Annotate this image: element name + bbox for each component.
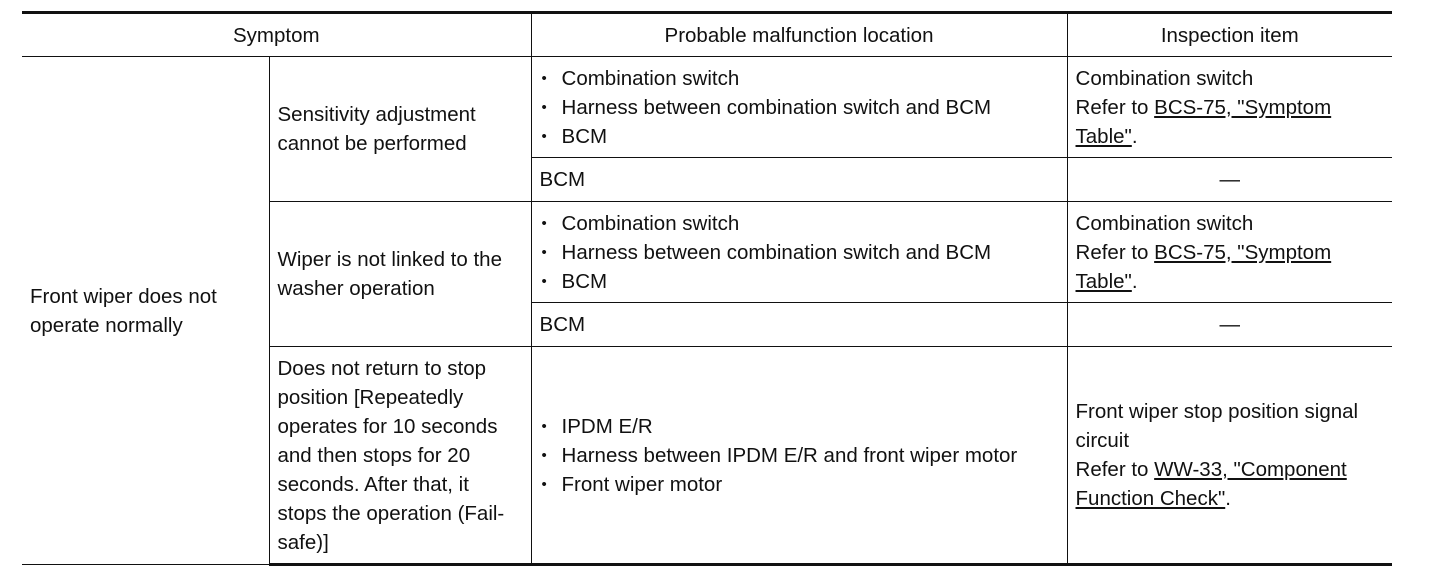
location-list: Combination switch Harness between combi… [540, 64, 1059, 151]
location-item: IPDM E/R [540, 412, 1059, 441]
refer-prefix: Refer to [1075, 95, 1155, 119]
main-symptom: Front wiper does not operate normally [22, 56, 270, 565]
location-list: Combination switch Harness between combi… [540, 209, 1059, 296]
table-row: BCM — [22, 157, 1393, 202]
table-row: BCM — [22, 302, 1393, 347]
refer-prefix: Refer to [1075, 458, 1155, 481]
location-item: Front wiper motor [540, 470, 1059, 499]
refer-suffix: . [1225, 487, 1231, 510]
header-location: Probable malfunction location [530, 11, 1068, 57]
inspection-cell: Combination switch Refer to BCS-75, "Sym… [1066, 56, 1393, 158]
location-item: Combination switch [540, 209, 1059, 238]
inspection-cell: Front wiper stop position signal circuit… [1066, 346, 1393, 566]
refer-suffix: . [1131, 269, 1138, 293]
inspection-text: Front wiper stop position signal circuit [1075, 400, 1359, 452]
symptom-table: Symptom Probable malfunction location In… [22, 11, 1393, 566]
location-list: IPDM E/R Harness between IPDM E/R and fr… [540, 412, 1059, 499]
location-cell: BCM [531, 302, 1068, 347]
header-inspection: Inspection item [1066, 11, 1393, 57]
reference-link[interactable]: BCS-75, "Symptom Table" [1075, 240, 1332, 293]
header-row: Symptom Probable malfunction location In… [22, 11, 1393, 57]
sub-symptom: Does not return to stop position [Repeat… [269, 346, 532, 566]
header-symptom: Symptom [22, 11, 532, 57]
table-row: Front wiper does not operate normally Se… [22, 56, 1393, 565]
location-cell: BCM [531, 157, 1068, 202]
sub-symptom: Wiper is not linked to the washer operat… [269, 201, 532, 347]
reference-link[interactable]: WW-33, "Component Function Check" [1075, 458, 1347, 510]
inspection-cell: Combination switch Refer to BCS-75, "Sym… [1066, 201, 1393, 303]
refer-prefix: Refer to [1075, 240, 1155, 264]
location-cell: Combination switch Harness between combi… [530, 201, 1068, 303]
inspection-text: Combination switch [1075, 211, 1254, 235]
location-cell: IPDM E/R Harness between IPDM E/R and fr… [530, 346, 1068, 566]
location-cell: Combination switch Harness between combi… [530, 56, 1068, 158]
table-row: Does not return to stop position [Repeat… [22, 346, 1393, 566]
inspection-dash: — [1066, 302, 1393, 347]
refer-suffix: . [1131, 124, 1138, 148]
location-item: Harness between combination switch and B… [540, 93, 1059, 122]
location-item: BCM [540, 267, 1059, 296]
location-item: Harness between combination switch and B… [540, 238, 1059, 267]
sub-symptom: Sensitivity adjustment cannot be perform… [268, 56, 532, 202]
location-item: Combination switch [540, 64, 1059, 93]
reference-link[interactable]: BCS-75, "Symptom Table" [1075, 95, 1332, 148]
inspection-text: Combination switch [1075, 66, 1254, 90]
location-item: Harness between IPDM E/R and front wiper… [540, 441, 1059, 470]
inspection-dash: — [1066, 157, 1393, 202]
location-item: BCM [540, 122, 1059, 151]
